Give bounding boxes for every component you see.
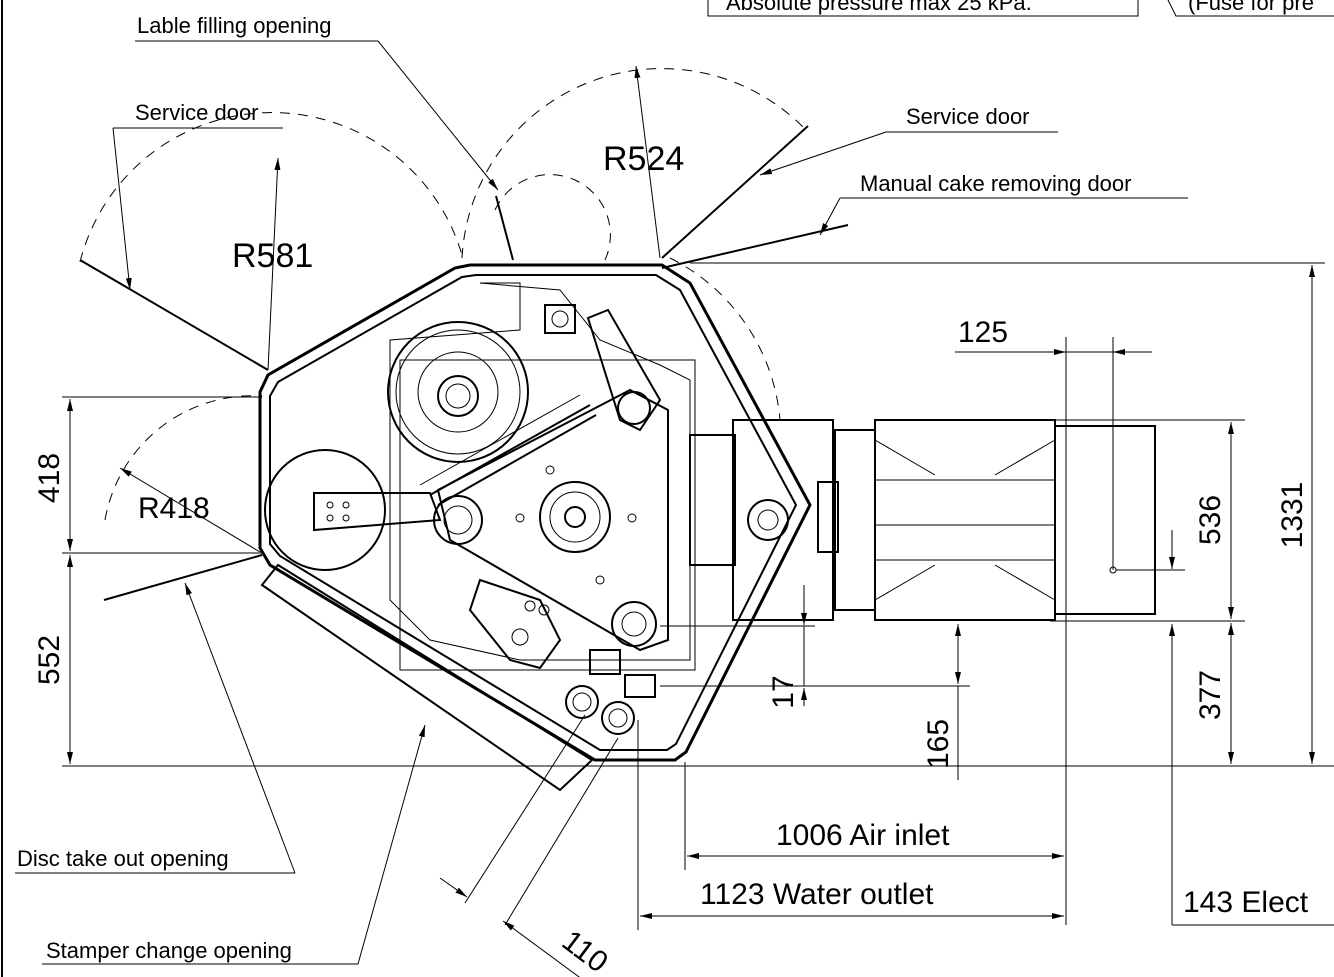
d418-label: 418 [33, 453, 66, 503]
callout-service-door-right: Service door [759, 104, 1058, 176]
vacuum-pump [689, 419, 1156, 621]
r524-label: R524 [603, 140, 684, 178]
radius-r581: R581 [232, 157, 313, 371]
callout-manual-cake: Manual cake removing door [819, 171, 1188, 236]
service-door-left-label: Service door [135, 100, 259, 125]
couplings [565, 649, 656, 735]
d377-label: 377 [1194, 670, 1227, 720]
service-door-right-swing [661, 125, 809, 259]
pivot-arm [586, 308, 662, 432]
lable-filling-label: Lable filling opening [137, 13, 332, 38]
dim-electric: 143 Elect [1169, 530, 1334, 926]
callout-service-door-left: Service door [112, 100, 283, 291]
stamper-change-label: Stamper change opening [46, 938, 292, 963]
callout-stamper-change: Stamper change opening [42, 724, 426, 965]
fuse-note-text: (Fuse for pre [1188, 0, 1314, 15]
air-inlet-label: 1006 Air inlet [776, 819, 950, 852]
dim-air-inlet: 1006 Air inlet [684, 762, 1064, 870]
pickup-arm [313, 492, 442, 532]
cake-door-swing [661, 224, 849, 269]
dim-165: 165 [922, 624, 961, 780]
lower-mechanism [468, 578, 562, 670]
dim-110: 110 [439, 714, 619, 977]
d17-label: 17 [767, 675, 800, 708]
dim-552: 552 [33, 555, 1334, 767]
service-door-left-swing [79, 259, 269, 371]
d1331-label: 1331 [1276, 482, 1309, 549]
pressure-note-text: Absolute pressure max 25 kPa. [726, 0, 1032, 15]
belt [419, 394, 597, 506]
label-drum [387, 321, 529, 463]
dim-17: 17 [660, 585, 970, 709]
callout-lable-filling: Lable filling opening [135, 13, 499, 191]
d125-label: 125 [958, 316, 1008, 349]
radius-r418: R418 [119, 467, 261, 553]
fuse-note: (Fuse for pre [1167, 0, 1334, 17]
manual-cake-label: Manual cake removing door [860, 171, 1131, 196]
disc [264, 449, 386, 571]
lable-door-swing [495, 195, 514, 261]
dim-125: 125 [955, 316, 1152, 925]
d110-label: 110 [556, 924, 614, 977]
dim-418: 418 [33, 396, 262, 554]
dim-water-outlet: 1123 Water outlet [637, 720, 1064, 930]
radius-r524: R524 [603, 65, 684, 259]
service-door-right-label: Service door [906, 104, 1030, 129]
r581-label: R581 [232, 237, 313, 275]
r418-label: R418 [138, 492, 210, 525]
dim-536: 536 [1050, 419, 1245, 622]
dim-377: 377 [1194, 623, 1234, 764]
callout-disc-take-out: Disc take out opening [15, 582, 296, 874]
d552-label: 552 [33, 635, 66, 685]
dim-1331: 1331 [690, 262, 1325, 764]
disc-door-swing [103, 554, 263, 601]
d165-label: 165 [922, 719, 955, 769]
electric-label: 143 Elect [1183, 886, 1309, 919]
machine-housing [258, 263, 812, 762]
stamper-door-panel [260, 563, 594, 792]
triangle-plate [433, 388, 669, 652]
pressure-note: Absolute pressure max 25 kPa. [707, 0, 1139, 17]
d536-label: 536 [1194, 495, 1227, 545]
disc-take-out-label: Disc take out opening [17, 846, 229, 871]
water-outlet-label: 1123 Water outlet [700, 878, 934, 911]
